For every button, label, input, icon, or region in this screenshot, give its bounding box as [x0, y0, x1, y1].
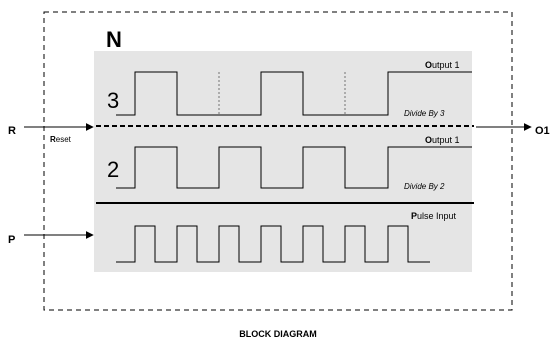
- pulse-input-trace: [116, 225, 430, 263]
- divide3-output-label: Output 1: [425, 60, 460, 70]
- divide2-caption: Divide By 2: [404, 182, 445, 191]
- divide2-ratio-label: 2: [107, 157, 119, 182]
- block-boundary: [43, 11, 513, 311]
- divide-by-3-waveform: [116, 71, 472, 116]
- divide-by-3-trace: [116, 71, 472, 116]
- divide3-ratio-label: 3: [107, 88, 119, 113]
- divide2-output-label: Output 1: [425, 135, 460, 145]
- pulse-pin-label: P: [8, 234, 15, 246]
- divide-by-2-waveform: [116, 146, 472, 189]
- reset-label: Reset: [50, 135, 72, 144]
- block-caption: BLOCK DIAGRAM: [239, 329, 317, 339]
- block-title: N: [106, 27, 122, 52]
- pulse-input-label: Pulse Input: [411, 211, 457, 221]
- divide3-caption: Divide By 3: [404, 109, 445, 118]
- pulse-input-waveform: [116, 225, 430, 263]
- waveform-panel: [94, 51, 472, 272]
- output-pin-label: O1: [535, 125, 550, 137]
- reset-pin-label: R: [8, 125, 16, 137]
